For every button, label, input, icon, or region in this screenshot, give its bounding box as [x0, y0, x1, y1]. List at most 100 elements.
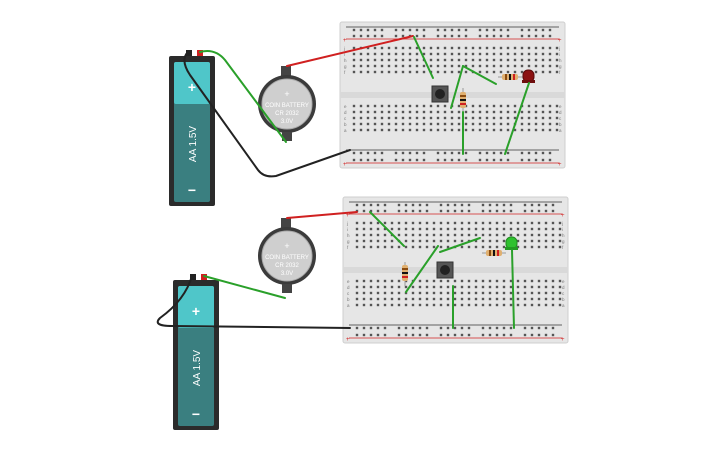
- breadboard-hole: [520, 58, 524, 62]
- resistor-top-horizontal[interactable]: [498, 74, 524, 80]
- rail-hole: [485, 151, 489, 155]
- breadboard-hole: [376, 233, 380, 237]
- breadboard-hole: [362, 227, 366, 231]
- rail-hole: [401, 151, 405, 155]
- breadboard-hole: [366, 52, 370, 56]
- wire-black-top[interactable]: [183, 51, 351, 178]
- rail-hole: [450, 28, 454, 32]
- rail-hole: [457, 158, 461, 162]
- rail-hole: [376, 203, 380, 207]
- breadboard-hole: [488, 297, 492, 301]
- breadboard-hole: [369, 245, 373, 249]
- rail-hole: [355, 203, 359, 207]
- wire-green-top-1[interactable]: [413, 36, 434, 79]
- breadboard-hole: [523, 297, 527, 301]
- breadboard-hole: [499, 122, 503, 126]
- breadboard-hole: [432, 221, 436, 225]
- breadboard-hole: [425, 303, 429, 307]
- rail-hole: [523, 333, 527, 337]
- breadboard-hole: [474, 291, 478, 295]
- breadboard-hole: [478, 122, 482, 126]
- rail-hole: [499, 28, 503, 32]
- breadboard-hole: [495, 297, 499, 301]
- breadboard-hole: [530, 221, 534, 225]
- resistor-top-vertical[interactable]: [460, 88, 466, 112]
- wire-green-aa-to-coin-bottom[interactable]: [203, 275, 286, 299]
- rail-plus-label: +: [561, 213, 565, 219]
- breadboard-hole: [369, 233, 373, 237]
- breadboard-hole: [422, 104, 426, 108]
- wire-red-top[interactable]: [286, 35, 414, 67]
- rail-hole: [534, 151, 538, 155]
- breadboard-hole: [376, 285, 380, 289]
- breadboard-hole: [439, 291, 443, 295]
- rail-hole: [492, 151, 496, 155]
- breadboard-hole: [429, 58, 433, 62]
- coin-battery-model: CR 2032: [275, 111, 299, 117]
- wire-green-top-3[interactable]: [450, 65, 464, 109]
- breadboard-hole: [383, 239, 387, 243]
- breadboard-hole: [390, 245, 394, 249]
- breadboard-hole: [418, 221, 422, 225]
- breadboard-hole: [376, 279, 380, 283]
- breadboard-hole: [506, 128, 510, 132]
- breadboard-hole: [436, 122, 440, 126]
- breadboard-hole: [450, 58, 454, 62]
- breadboard-hole: [436, 110, 440, 114]
- rail-hole: [534, 28, 538, 32]
- aa-battery-top[interactable]: + AA 1.5V −: [169, 50, 215, 206]
- breadboard-hole: [478, 110, 482, 114]
- aa-battery-bottom[interactable]: + AA 1.5V −: [173, 274, 219, 430]
- rail-hole: [366, 28, 370, 32]
- breadboard-hole: [527, 52, 531, 56]
- pushbutton-top[interactable]: [431, 85, 449, 103]
- coin-battery-top[interactable]: + COIN BATTERY CR 2032 3.0V: [258, 66, 316, 141]
- wire-green-top-2[interactable]: [462, 65, 497, 85]
- breadboard-hole: [439, 285, 443, 289]
- breadboard-hole: [453, 279, 457, 283]
- wire-green-aa-to-coin-top[interactable]: [199, 50, 287, 143]
- wire-green-top-5[interactable]: [504, 82, 530, 155]
- rail-hole: [397, 209, 401, 213]
- breadboard-hole: [485, 128, 489, 132]
- breadboard-hole: [453, 285, 457, 289]
- rail-hole: [488, 333, 492, 337]
- breadboard-hole: [436, 46, 440, 50]
- breadboard-hole: [513, 128, 517, 132]
- breadboard-hole: [495, 291, 499, 295]
- center-channel: [340, 92, 565, 98]
- breadboard-hole: [548, 110, 552, 114]
- rail-hole: [425, 209, 429, 213]
- breadboard-hole: [453, 297, 457, 301]
- breadboard-hole: [450, 70, 454, 74]
- breadboard-hole: [492, 104, 496, 108]
- rail-hole: [460, 209, 464, 213]
- breadboard-hole: [453, 227, 457, 231]
- breadboard-hole: [355, 303, 359, 307]
- breadboard-hole: [506, 104, 510, 108]
- wire-green-bottom-3[interactable]: [439, 237, 481, 253]
- aa-battery-plus: +: [188, 79, 196, 95]
- breadboard-hole: [429, 122, 433, 126]
- coin-battery-bottom[interactable]: + COIN BATTERY CR 2032 3.0V: [258, 218, 316, 293]
- row-letter: e: [344, 104, 347, 109]
- wire-red-bottom[interactable]: [286, 211, 358, 219]
- led-green[interactable]: [505, 236, 518, 250]
- resistor-bottom-vertical[interactable]: [402, 262, 408, 286]
- wire-green-bottom-5[interactable]: [511, 249, 515, 329]
- breadboard-hole: [520, 110, 524, 114]
- resistor-bottom-horizontal[interactable]: [482, 250, 506, 256]
- rail-hole: [446, 209, 450, 213]
- breadboard-hole: [404, 221, 408, 225]
- rail-hole: [530, 333, 534, 337]
- pushbutton-bottom[interactable]: [436, 261, 454, 279]
- led-red[interactable]: [522, 69, 535, 83]
- wire-green-bottom-1[interactable]: [369, 211, 405, 247]
- coin-battery-plus: +: [284, 241, 289, 251]
- breadboard-hole: [373, 110, 377, 114]
- breadboard-hole: [548, 116, 552, 120]
- wire-green-bottom-2[interactable]: [405, 245, 439, 293]
- wire-black-bottom[interactable]: [156, 275, 351, 329]
